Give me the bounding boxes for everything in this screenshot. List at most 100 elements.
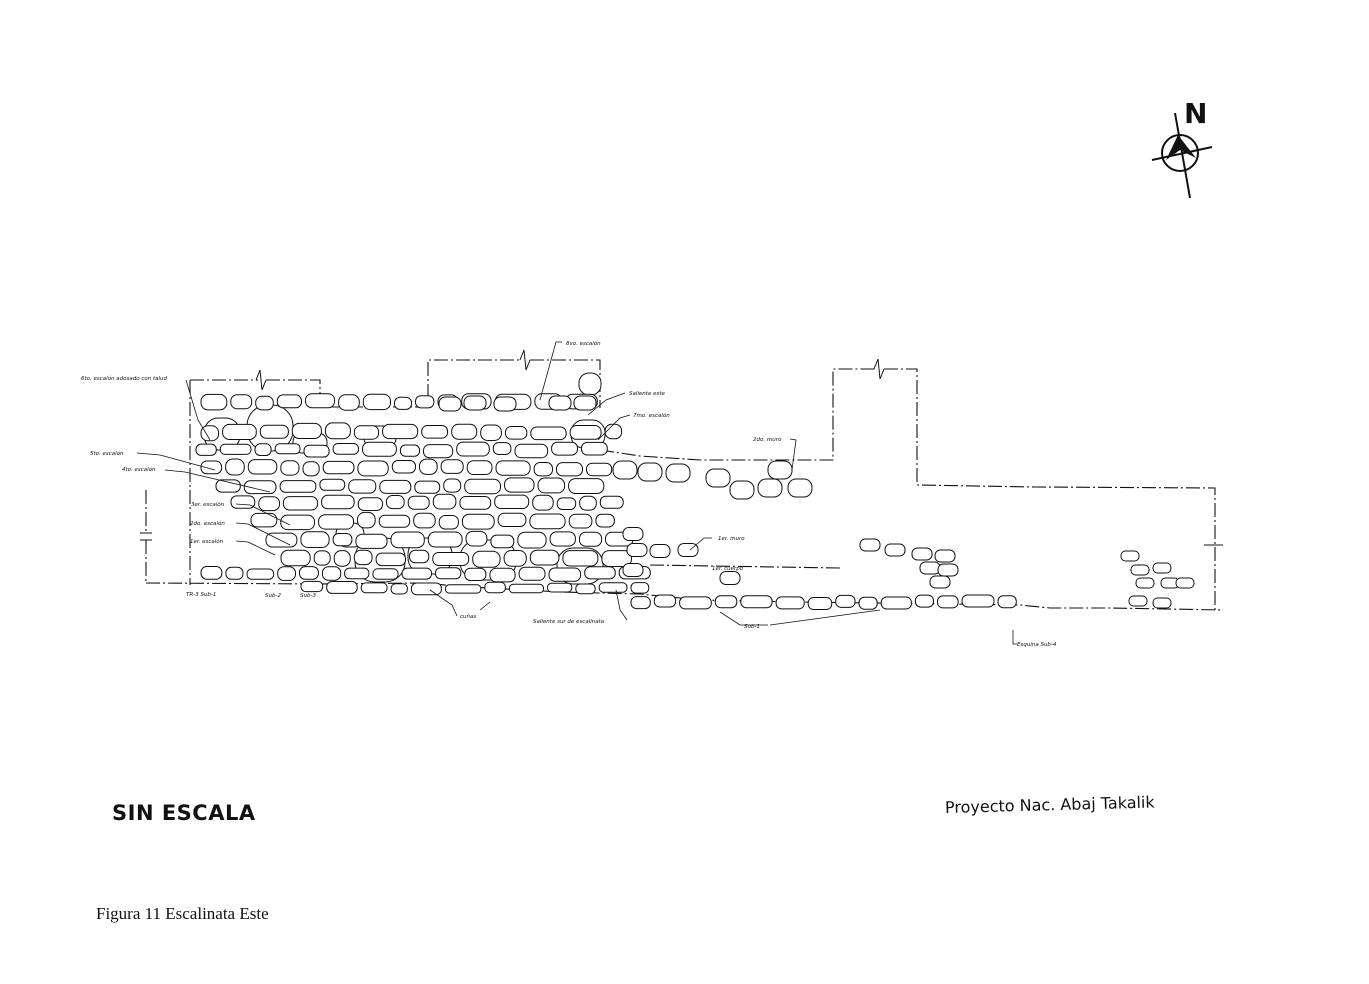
stone <box>280 514 315 531</box>
stone <box>1128 595 1148 607</box>
drawing-labels: 8vo. escalón Saliente este 7mo. escalón … <box>81 340 1057 648</box>
stone <box>443 478 462 493</box>
stone <box>382 423 419 440</box>
stone <box>653 594 677 608</box>
stone <box>529 549 560 566</box>
stone <box>1130 564 1150 576</box>
stone <box>362 441 397 457</box>
stone <box>514 443 549 459</box>
stone <box>705 468 731 488</box>
label-cunas: cuñas <box>460 614 476 620</box>
stone <box>222 423 257 440</box>
stone <box>326 581 358 594</box>
stone <box>937 563 959 577</box>
stone <box>401 567 433 580</box>
stone <box>332 533 353 547</box>
stone <box>556 462 583 477</box>
stone <box>313 550 331 566</box>
stone <box>195 443 217 456</box>
stone <box>338 394 360 411</box>
north-arrow-icon: N <box>1151 97 1213 199</box>
stone <box>432 552 470 566</box>
stone <box>568 478 605 495</box>
stone <box>677 543 699 557</box>
stone <box>394 396 412 410</box>
stone <box>859 538 881 552</box>
north-letter: N <box>1184 97 1207 130</box>
stone <box>465 530 488 547</box>
stone <box>575 583 596 595</box>
stone <box>300 531 330 548</box>
stone <box>344 567 370 580</box>
stone <box>440 459 464 474</box>
label-step3: 3er. escalón <box>191 501 225 508</box>
stone <box>562 550 599 567</box>
stone <box>937 595 959 609</box>
stone <box>259 424 289 439</box>
stone <box>601 550 633 567</box>
stone <box>322 460 355 475</box>
stone <box>250 512 278 528</box>
stone <box>490 534 515 549</box>
stone <box>399 444 420 457</box>
stone <box>622 563 644 577</box>
stone <box>355 533 388 549</box>
stone <box>504 426 528 440</box>
stone <box>495 460 531 476</box>
stone <box>246 568 275 580</box>
stone <box>568 513 593 529</box>
stone <box>282 496 319 511</box>
stone <box>378 514 411 528</box>
stone <box>432 493 457 510</box>
break-marks <box>140 349 1221 546</box>
stone <box>280 460 300 476</box>
stone <box>1135 577 1155 589</box>
stone <box>549 531 576 547</box>
stone-masonry <box>195 372 1195 610</box>
stone <box>243 480 277 495</box>
stone <box>415 395 435 409</box>
stone <box>494 494 530 510</box>
label-step2: 2do. escalón <box>190 520 225 527</box>
label-sub3: Sub-3 <box>300 593 316 599</box>
stone <box>230 495 256 509</box>
stone <box>391 460 416 474</box>
stone <box>775 596 805 610</box>
stone <box>584 566 616 580</box>
label-sub2: Sub-2 <box>265 593 281 599</box>
stone <box>357 511 376 529</box>
label-step7: 7mo. escalón <box>633 412 670 419</box>
stone <box>484 581 506 594</box>
stone <box>225 458 245 476</box>
label-cuerpo1: 1er. cuerpo <box>712 566 744 572</box>
stone <box>445 584 482 594</box>
stone <box>421 425 449 439</box>
stone <box>884 543 906 557</box>
stone <box>305 393 336 409</box>
stone <box>360 582 388 594</box>
stone <box>530 426 567 441</box>
label-tr3: TR-3 Sub-1 <box>186 592 216 598</box>
stone <box>230 394 253 410</box>
stone <box>1152 597 1172 609</box>
stone <box>665 463 691 483</box>
stone <box>1120 550 1140 562</box>
label-esquina: Esquina Sub-4 <box>1017 642 1057 648</box>
stone <box>649 544 671 558</box>
stone <box>461 513 495 530</box>
stone <box>612 460 638 480</box>
figure-caption: Figura 11 Escalinata Este <box>96 904 269 923</box>
stone <box>409 549 430 564</box>
stone <box>324 422 351 440</box>
stone <box>480 424 502 441</box>
stone <box>372 568 399 580</box>
stone <box>438 515 459 530</box>
stone <box>911 547 933 561</box>
stone <box>407 495 430 510</box>
stone <box>548 567 582 582</box>
stone <box>604 423 623 440</box>
label-saliente-sur: Saliente sur de escalinata <box>533 619 605 625</box>
stone <box>586 462 613 477</box>
